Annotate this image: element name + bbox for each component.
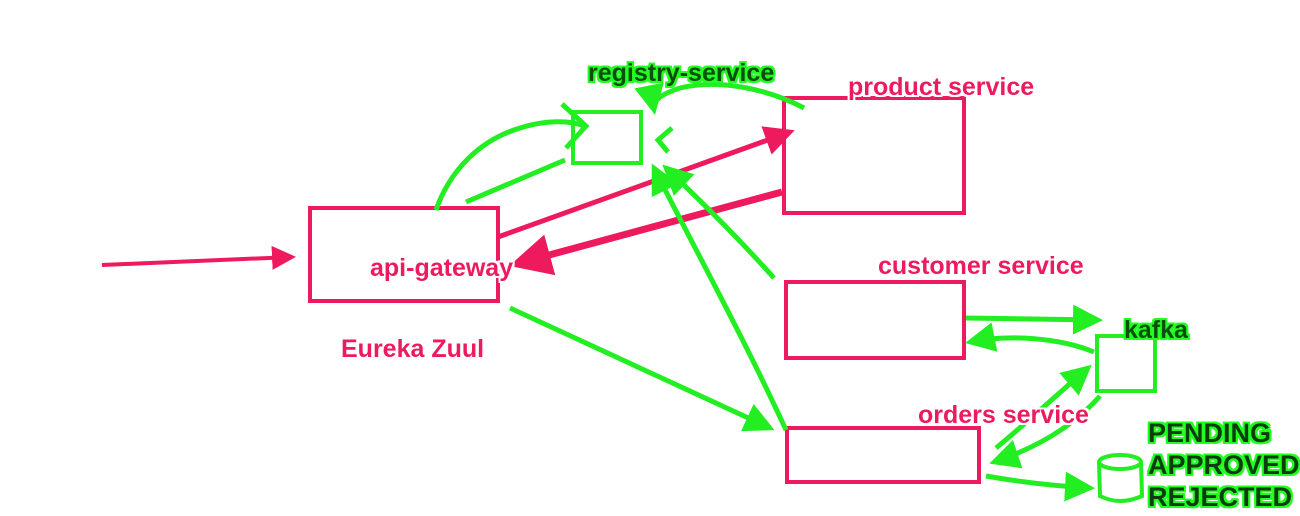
- orders-service-label: orders service: [918, 401, 1089, 429]
- gateway-to-product-arrow: [497, 126, 795, 240]
- product-to-gateway-arrow: [509, 188, 783, 276]
- orders-to-registry-arrow: [651, 163, 789, 432]
- registry-service-label: registry-service: [588, 59, 775, 87]
- database-icon: [1097, 453, 1145, 503]
- incoming-request-arrow: [101, 245, 296, 270]
- product-service-label: product service: [848, 73, 1035, 101]
- registry-arrow-head: [560, 102, 590, 150]
- orders-service-box: [785, 426, 981, 484]
- kafka-label: kafka: [1124, 316, 1188, 344]
- gateway-to-orders-arrow: [508, 305, 775, 432]
- order-status-list: PENDING APPROVED REJECTED: [1148, 420, 1300, 516]
- registry-arrow-tip: [654, 126, 674, 154]
- orders-to-db-arrow: [985, 471, 1095, 502]
- registry-service-box: [571, 110, 643, 165]
- kafka-to-customer-arrow: [965, 322, 1095, 355]
- customer-to-kafka-arrow: [965, 304, 1103, 335]
- status-rejected: REJECTED: [1148, 482, 1293, 512]
- status-pending: PENDING: [1148, 418, 1272, 448]
- gateway-registry-line: [465, 157, 566, 205]
- customer-service-label: customer service: [878, 252, 1084, 280]
- gateway-to-registry-arrow: [433, 119, 585, 211]
- api-gateway-box: [308, 206, 500, 303]
- api-gateway-label: api-gateway: [370, 254, 514, 282]
- kafka-to-orders-arrow: [989, 394, 1102, 469]
- customer-service-box: [784, 280, 966, 360]
- kafka-box: [1095, 334, 1157, 393]
- product-service-box: [782, 96, 966, 215]
- orders-to-kafka-arrow: [994, 364, 1092, 450]
- product-to-registry-arrow: [634, 81, 806, 115]
- status-approved: APPROVED: [1148, 450, 1300, 480]
- gateway-subtitle: Eureka Zuul: [341, 335, 485, 363]
